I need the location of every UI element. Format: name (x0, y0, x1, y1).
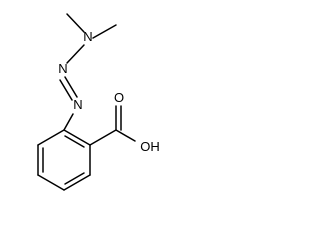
carboxyl-bond (89, 129, 117, 146)
atom-label-amine-n: N (83, 29, 92, 44)
ring-bond-6 (37, 129, 65, 146)
methyl-bond-left (66, 13, 85, 33)
hydroxyl-bond (115, 129, 136, 142)
methyl-bond-right (92, 24, 117, 39)
atom-label-azo-n1: N (58, 61, 67, 76)
n-ring-bond (63, 113, 74, 131)
ring-inner-double-1 (64, 135, 85, 148)
ring-bond-1 (63, 129, 91, 146)
ring-bond-3 (63, 174, 91, 191)
azo-double-bond-a (59, 79, 73, 101)
atom-label-hydroxyl: OH (140, 139, 160, 154)
atom-label-azo-n2: N (73, 97, 82, 112)
ring-bond-4 (37, 174, 65, 191)
atom-label-carbonyl-o: O (114, 90, 124, 105)
n-n-single-bond (66, 44, 85, 64)
azo-double-bond-b (64, 76, 78, 98)
ring-inner-double-2 (64, 172, 85, 185)
molecule-structure-diagram: N N N O OH (37, 13, 160, 191)
